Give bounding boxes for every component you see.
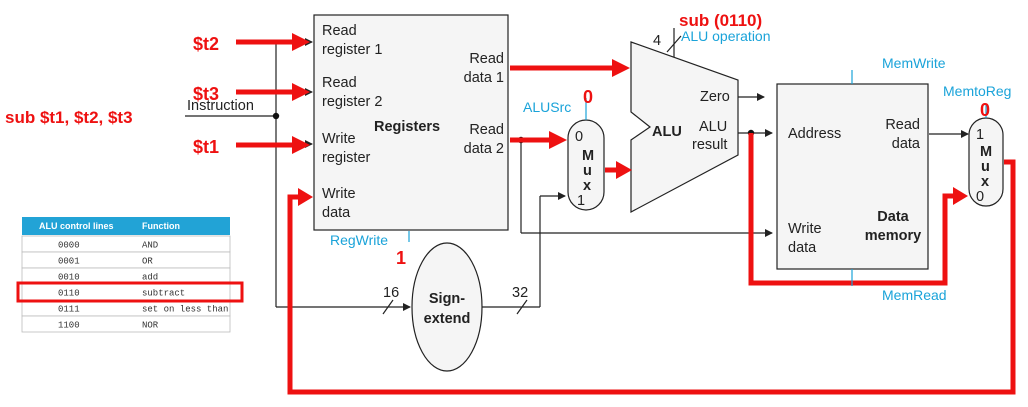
- sign-extend-out-width: 32: [512, 285, 528, 301]
- write-data-label: data: [322, 205, 351, 221]
- t2-label: $t2: [193, 34, 219, 54]
- alu-control-table: ALU control lines Function 0000 AND 0001 OR…: [16, 217, 244, 333]
- mux2-x: x: [981, 174, 989, 190]
- mux2-input-0: 0: [976, 189, 984, 205]
- mux1-u: u: [583, 163, 592, 179]
- register-file: [313, 14, 509, 231]
- alu-operation-label: ALU operation: [681, 28, 771, 44]
- junction-dot: [272, 112, 280, 120]
- table-row: [21, 315, 231, 333]
- alu-unit: [630, 41, 739, 213]
- sign-extend-in-width: 16: [383, 285, 399, 301]
- mux1-m: M: [582, 148, 594, 164]
- t1-label: $t1: [193, 137, 219, 157]
- memory-title: Data: [877, 209, 909, 225]
- memory-address-label: Address: [788, 126, 841, 142]
- table-cell-function: subtract: [142, 289, 185, 299]
- table-header: Function: [142, 221, 180, 231]
- sign-extend-unit: [411, 242, 483, 372]
- memwrite-label: MemWrite: [882, 55, 946, 71]
- instruction-text: sub $t1, $t2, $t3: [5, 108, 133, 127]
- read-data-2-label: data 2: [464, 141, 504, 157]
- alusrc-label: ALUSrc: [523, 99, 571, 115]
- write-register-label: Write: [322, 131, 356, 147]
- table-cell-function: OR: [142, 257, 153, 267]
- read-register-2-label: Read: [322, 75, 357, 91]
- alu-op-width: 4: [653, 33, 661, 49]
- table-header: ALU control lines: [39, 221, 114, 231]
- alu-result-label: ALU: [699, 119, 727, 135]
- table-header-bar: [22, 217, 230, 235]
- memtoreg-label: MemtoReg: [943, 83, 1011, 99]
- memory-read-data-label: Read: [885, 117, 920, 133]
- highlighted-row-box: [16, 281, 244, 303]
- t3-label: $t3: [193, 84, 219, 104]
- memtoreg-value: 0: [980, 100, 990, 120]
- read-register-2-label: register 2: [322, 94, 382, 110]
- black-wires: [185, 28, 969, 315]
- instruction-label: Instruction: [187, 98, 254, 114]
- red-paths: [236, 33, 1016, 395]
- regwrite-label: RegWrite: [330, 232, 388, 248]
- table-row: [21, 235, 231, 253]
- sign-extend-label: Sign-: [429, 291, 465, 307]
- mux1-input-0: 0: [575, 129, 583, 145]
- table-cell-function: add: [142, 273, 158, 283]
- table-cell-code: 0001: [58, 257, 80, 267]
- memory-title: memory: [865, 228, 921, 244]
- memory-write-data-label: data: [788, 240, 817, 256]
- read-data-1-label: Read: [469, 51, 504, 67]
- regwrite-value: 1: [396, 248, 406, 268]
- control-lines: [408, 70, 987, 286]
- sign-extend-label: extend: [424, 311, 471, 327]
- mux2-m: M: [980, 144, 992, 160]
- alu-op-signal: sub (0110): [679, 11, 762, 30]
- alu-result-label: result: [692, 137, 727, 153]
- read-data-1-label: data 1: [464, 70, 504, 86]
- mux2-input-1: 1: [976, 127, 984, 143]
- table-cell-code: 1100: [58, 321, 80, 331]
- mux1-x: x: [583, 178, 591, 194]
- alu-title: ALU: [652, 124, 682, 140]
- table-cell-function: AND: [142, 241, 158, 251]
- table-cell-code: 0110: [58, 289, 80, 299]
- read-data-2-label: Read: [469, 122, 504, 138]
- table-cell-function: NOR: [142, 321, 159, 331]
- table-cell-function: set on less than: [142, 305, 228, 315]
- mux2-u: u: [981, 159, 990, 175]
- read-register-1-label: Read: [322, 23, 357, 39]
- memory-write-data-label: Write: [788, 221, 822, 237]
- table-cell-code: 0111: [58, 305, 80, 315]
- read-register-1-label: register 1: [322, 42, 382, 58]
- alusrc-value: 0: [583, 87, 593, 107]
- alu-zero-label: Zero: [700, 89, 730, 105]
- write-data-label: Write: [322, 186, 356, 202]
- table-cell-code: 0000: [58, 241, 80, 251]
- write-register-label: register: [322, 150, 371, 166]
- mux1-input-1: 1: [577, 193, 585, 209]
- table-cell-code: 0010: [58, 273, 80, 283]
- memread-label: MemRead: [882, 287, 947, 303]
- table-row: [21, 283, 231, 301]
- registers-title: Registers: [374, 119, 440, 135]
- table-row: [21, 251, 231, 269]
- memory-read-data-label: data: [892, 136, 921, 152]
